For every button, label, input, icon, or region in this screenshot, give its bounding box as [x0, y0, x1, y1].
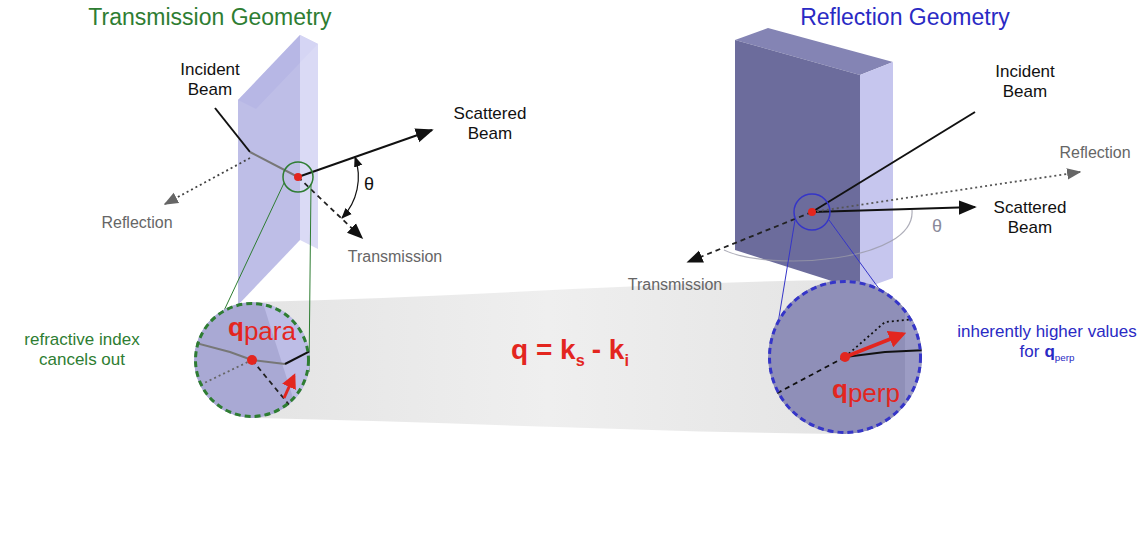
zoom-circle: qperp	[768, 280, 922, 434]
angle-label-group: θ	[930, 216, 944, 237]
angle-label-group: θ	[362, 174, 376, 195]
vector-subscript: para	[244, 316, 296, 346]
panel-title: Transmission Geometry	[88, 4, 331, 30]
note: refractive index cancels out	[24, 330, 139, 369]
equation: - k	[592, 334, 625, 365]
beam-label: Scattered Beam	[454, 104, 527, 143]
connector-band	[252, 280, 845, 434]
subscript: perp	[1055, 352, 1075, 363]
beam-label-group: Reflection	[92, 214, 182, 232]
reflection-beams	[688, 112, 1080, 262]
magnified-reflection	[768, 280, 925, 434]
panel-title: Reflection Geometry	[800, 4, 1010, 30]
beam-label: Scattered Beam	[994, 198, 1067, 237]
equation-group: q = ks - ki	[440, 334, 700, 369]
panel-title-group: Reflection Geometry	[745, 4, 1065, 30]
beam-label: Incident Beam	[995, 62, 1055, 101]
transmission-slab	[238, 35, 318, 305]
subscript: s	[576, 351, 585, 369]
beam-label-group: Reflection	[1050, 144, 1140, 162]
beam-label: Reflection	[101, 214, 172, 231]
angle-label: θ	[932, 216, 942, 236]
beam-label: Transmission	[628, 276, 723, 293]
vector-subscript: perp	[848, 378, 900, 408]
beam-label-group: Scattered Beam	[985, 198, 1075, 237]
angle-label: θ	[364, 174, 374, 194]
beam-label-group: Scattered Beam	[445, 104, 535, 143]
zoom-circle: qpara	[194, 302, 310, 418]
zoom-circle-outline	[768, 280, 922, 434]
panel-title-group: Transmission Geometry	[55, 4, 365, 30]
note: q	[1044, 342, 1054, 361]
vector-label: qpara	[228, 314, 296, 344]
equation: q = k	[511, 334, 576, 365]
vector-symbol: q	[832, 374, 848, 404]
beam-label-group: Incident Beam	[170, 60, 250, 99]
vector-symbol: q	[228, 312, 244, 342]
beam-label-group: Incident Beam	[985, 62, 1065, 101]
beam-label: Incident Beam	[180, 60, 240, 99]
vector-label: qperp	[832, 376, 900, 406]
transmission-beams	[165, 108, 432, 238]
beam-label-group: Transmission	[340, 248, 450, 266]
note-group: refractive index cancels out	[4, 330, 160, 369]
beam-label: Reflection	[1059, 144, 1130, 161]
subscript: i	[624, 351, 629, 369]
magnified-transmission	[192, 300, 320, 420]
note-group: inherently higher values forqperp	[952, 322, 1142, 363]
beam-label: Transmission	[348, 248, 443, 265]
beam-label-group: Transmission	[620, 276, 730, 294]
